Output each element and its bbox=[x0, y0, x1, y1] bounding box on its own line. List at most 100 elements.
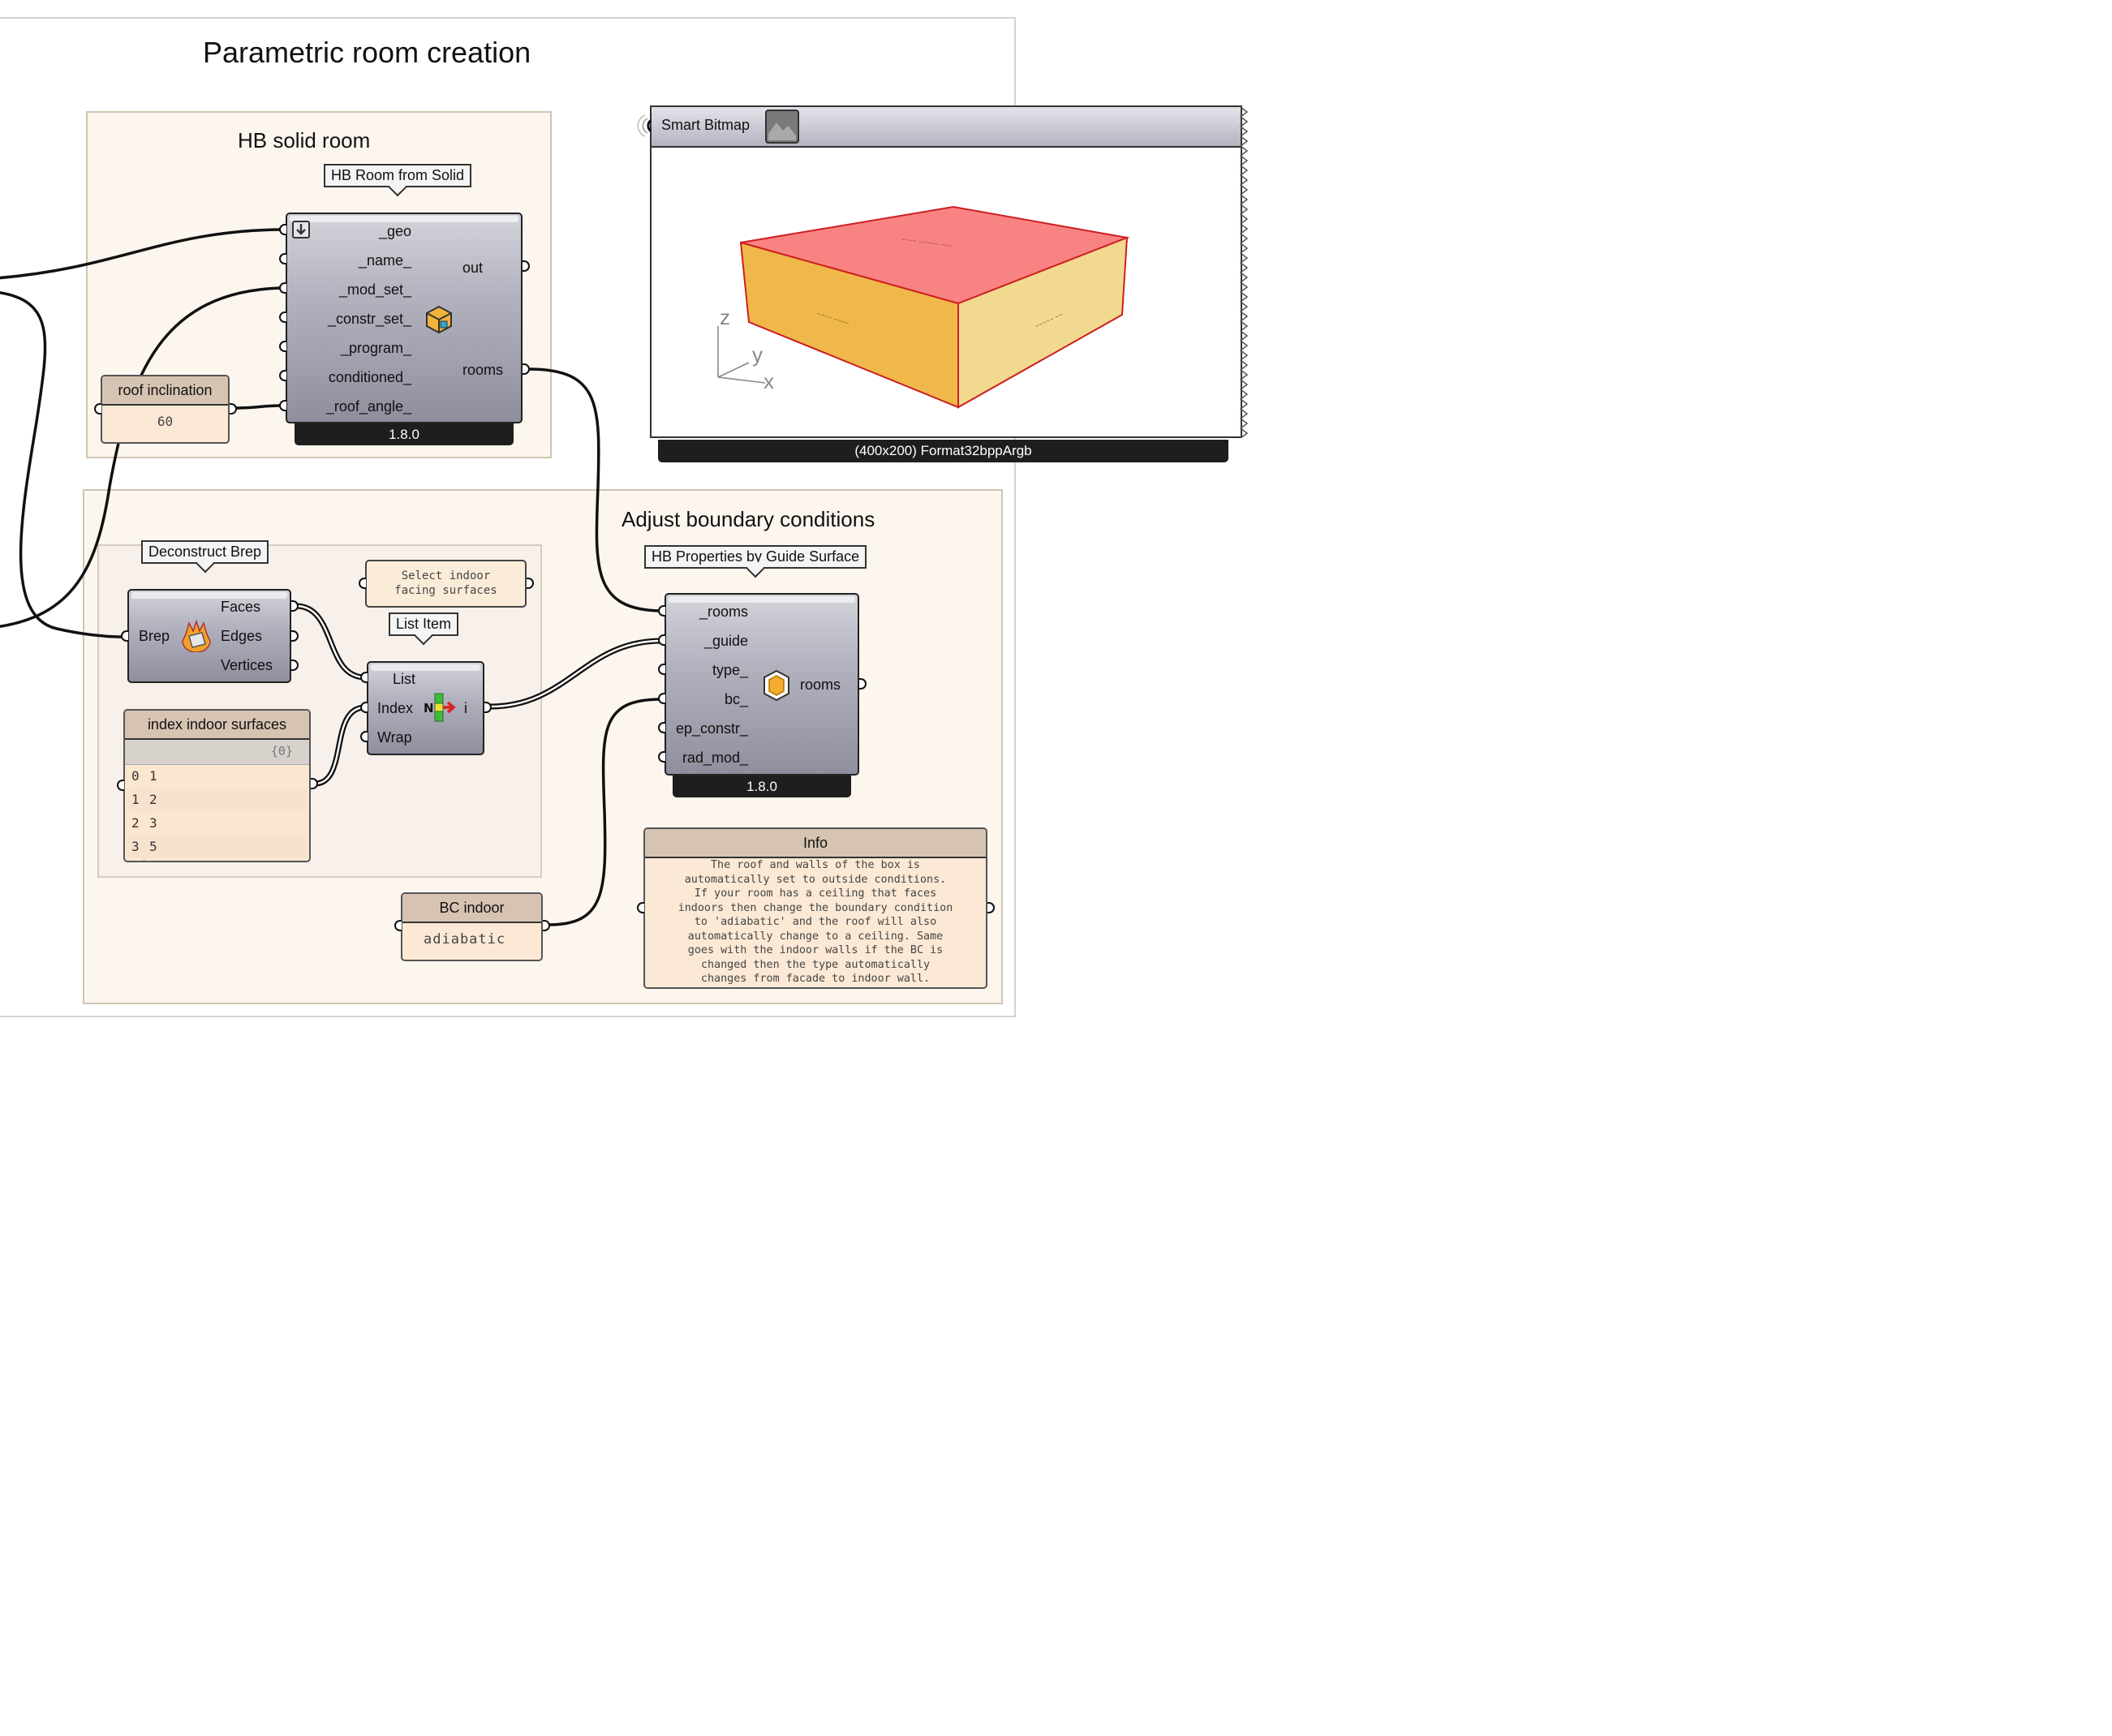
roof-inclination-input-grip[interactable] bbox=[94, 403, 101, 415]
output-label-rooms: rooms bbox=[800, 677, 841, 693]
smart-bitmap-footer: (400x200) Format32bppArgb bbox=[658, 440, 1228, 462]
input-grip-guide[interactable] bbox=[658, 634, 665, 646]
input-grip-name[interactable] bbox=[279, 253, 286, 264]
axis-label-y: y bbox=[752, 342, 763, 367]
input-label-mod-set: _mod_set_ bbox=[338, 281, 411, 298]
callout-deconstruct-brep: Deconstruct Brep bbox=[141, 540, 269, 564]
input-label-program: _program_ bbox=[340, 340, 411, 356]
note-select-indoor-panel[interactable]: Select indoor facing surfaces bbox=[365, 560, 527, 608]
hb-room-version-bar: 1.8.0 bbox=[295, 423, 514, 445]
bitmap-input-wifi-icon[interactable] bbox=[627, 112, 652, 140]
input-label-name: _name_ bbox=[358, 252, 411, 269]
deconstruct-brep-component[interactable]: Brep Faces Edges Vertices bbox=[127, 589, 291, 683]
input-grip-list[interactable] bbox=[360, 672, 368, 683]
input-label-bc: bc_ bbox=[724, 691, 748, 707]
input-label-constr-set: _constr_set_ bbox=[327, 311, 411, 327]
list-row[interactable]: 2 3 bbox=[127, 812, 308, 835]
bitmap-zigzag-edge bbox=[1239, 107, 1249, 438]
canvas-title: Parametric room creation bbox=[203, 36, 531, 69]
output-label-vertices: Vertices bbox=[221, 657, 273, 673]
bc-indoor-title: BC indoor bbox=[402, 894, 541, 923]
input-label-ep-constr: ep_constr_ bbox=[675, 720, 748, 737]
input-grip-conditioned[interactable] bbox=[279, 370, 286, 381]
input-grip-type[interactable] bbox=[658, 664, 665, 675]
note-line-2: facing surfaces bbox=[394, 584, 497, 597]
input-label-rooms: _rooms bbox=[699, 604, 748, 620]
list-row[interactable]: 1 2 bbox=[127, 789, 308, 811]
list-row[interactable]: 3 5 bbox=[127, 836, 308, 858]
input-grip-wrap[interactable] bbox=[360, 731, 368, 742]
input-grip-bc[interactable] bbox=[658, 693, 665, 704]
info-panel-text: The roof and walls of the box is automat… bbox=[677, 859, 953, 985]
image-icon bbox=[765, 110, 799, 144]
smart-bitmap-component[interactable]: Smart Bitmap ~~~~ ~~~~~ ~~~ ~~~~ ~~~~ ~~… bbox=[650, 105, 1249, 438]
smart-bitmap-header[interactable]: Smart Bitmap bbox=[652, 107, 1241, 148]
input-label-conditioned: conditioned_ bbox=[328, 369, 411, 385]
input-label-type: type_ bbox=[712, 662, 748, 678]
axis-label-z: z bbox=[720, 305, 730, 329]
input-label-list: List bbox=[393, 671, 416, 687]
bc-indoor-input-grip[interactable] bbox=[394, 920, 402, 931]
index-panel-input-grip[interactable] bbox=[117, 780, 124, 791]
list-item-component[interactable]: List Index Wrap i N bbox=[367, 661, 484, 755]
output-grip-out[interactable] bbox=[523, 260, 530, 272]
list-row[interactable]: 0 1 bbox=[127, 765, 308, 788]
input-grip-ep-constr[interactable] bbox=[658, 722, 665, 733]
index-panel-path: {0} bbox=[270, 744, 293, 758]
roof-inclination-panel[interactable]: roof inclination 60 bbox=[101, 375, 230, 444]
deconstruct-brep-icon bbox=[182, 620, 211, 652]
hb-hexagon-icon bbox=[764, 669, 789, 702]
index-panel-path-bar: {0} bbox=[125, 740, 309, 765]
callout-list-item: List Item bbox=[389, 612, 459, 636]
index-indoor-surfaces-panel[interactable]: index indoor surfaces {0} 0 1 1 2 2 3 3 … bbox=[123, 709, 311, 862]
output-label-rooms: rooms bbox=[462, 362, 504, 378]
callout-hb-properties: HB Properties by Guide Surface bbox=[644, 545, 867, 569]
group-title-hb-solid-room: HB solid room bbox=[238, 128, 371, 153]
info-panel-title: Info bbox=[645, 829, 986, 858]
input-grip-index[interactable] bbox=[360, 702, 368, 713]
info-input-grip[interactable] bbox=[637, 902, 644, 913]
note-line-1: Select indoor bbox=[401, 569, 491, 582]
svg-text:N: N bbox=[424, 701, 434, 715]
group-title-adjust-boundary: Adjust boundary conditions bbox=[622, 507, 875, 531]
output-label-out: out bbox=[462, 260, 484, 276]
output-label-edges: Edges bbox=[221, 628, 263, 644]
bc-indoor-value[interactable]: adiabatic bbox=[424, 931, 506, 947]
input-label-brep: Brep bbox=[139, 628, 170, 644]
hb-properties-version-bar: 1.8.0 bbox=[673, 776, 851, 797]
output-label-i: i bbox=[464, 700, 467, 716]
input-label-rad-mod: rad_mod_ bbox=[682, 750, 748, 766]
roof-inclination-title: roof inclination bbox=[102, 376, 228, 406]
input-label-roof-angle: _roof_angle_ bbox=[325, 398, 411, 415]
input-grip-constr-set[interactable] bbox=[279, 312, 286, 323]
axis-label-x: x bbox=[764, 369, 774, 393]
index-panel-title: index indoor surfaces bbox=[125, 711, 309, 740]
callout-hb-room-from-solid: HB Room from Solid bbox=[324, 164, 472, 187]
input-grip-geo[interactable] bbox=[279, 224, 286, 235]
input-grip-brep[interactable] bbox=[121, 630, 128, 642]
input-grip-mod-set[interactable] bbox=[279, 282, 286, 294]
input-label-geo: _geo bbox=[378, 223, 411, 239]
info-panel[interactable]: Info The roof and walls of the box is au… bbox=[643, 827, 987, 989]
hb-properties-component[interactable]: _rooms _guide type_ bc_ ep_constr_ rad_m… bbox=[665, 593, 859, 776]
input-label-guide: _guide bbox=[703, 633, 748, 649]
input-label-index: Index bbox=[377, 700, 414, 716]
info-output-grip[interactable] bbox=[987, 902, 995, 913]
input-label-wrap: Wrap bbox=[377, 729, 412, 746]
list-item-icon: N bbox=[424, 693, 456, 722]
note-input-grip[interactable] bbox=[359, 578, 366, 589]
input-grip-rooms[interactable] bbox=[658, 605, 665, 617]
output-grip-rooms[interactable] bbox=[859, 678, 867, 690]
preview-toggle-icon[interactable] bbox=[292, 221, 310, 238]
output-label-faces: Faces bbox=[221, 599, 261, 615]
roof-inclination-value[interactable]: 60 bbox=[157, 414, 174, 429]
input-grip-roof-angle[interactable] bbox=[279, 400, 286, 411]
bitmap-preview-image: ~~~~ ~~~~~ ~~~ ~~~~ ~~~~ ~~~~~ ~~ z y x bbox=[717, 205, 1130, 409]
bc-indoor-panel[interactable]: BC indoor adiabatic bbox=[401, 892, 543, 961]
box-wall-right bbox=[957, 236, 1129, 409]
hb-room-from-solid-component[interactable]: _geo _name_ _mod_set_ _constr_set_ _prog… bbox=[286, 213, 523, 423]
smart-bitmap-title: Smart Bitmap bbox=[661, 117, 751, 133]
input-grip-rad-mod[interactable] bbox=[658, 751, 665, 763]
hb-room-cube-icon bbox=[426, 305, 452, 334]
input-grip-program[interactable] bbox=[279, 341, 286, 352]
